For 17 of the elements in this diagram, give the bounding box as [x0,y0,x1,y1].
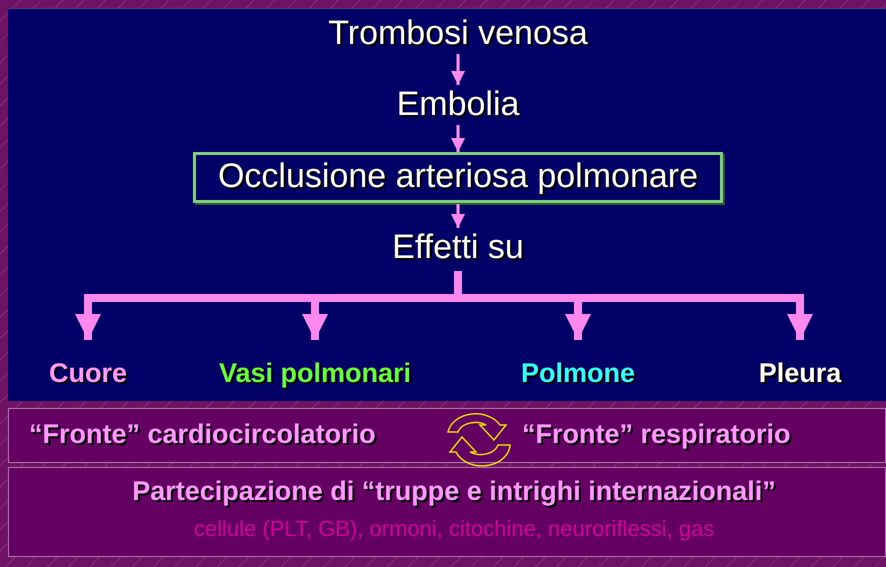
process-box: Occlusione arteriosa polmonare [192,152,724,203]
flow-text: Vasi polmonari [218,340,412,389]
band-subtext: “Fronte” respiratorio [522,419,791,450]
text-band [8,408,886,463]
flow-text: Pleura [758,340,842,389]
flow-text: Cuore [49,340,127,389]
flow-text: Trombosi venosa [328,14,588,53]
arrow [451,125,465,152]
band-subtext: cellule (PLT, GB), ormoni, citochine, neuroriflessi, gas [194,516,714,542]
arrow [451,204,465,228]
flow-text: Embolia [396,85,520,124]
flow-text: Polmone [521,340,635,389]
arrow [451,54,465,85]
band-heading: Partecipazione di “truppe e intrighi internazionali” [132,476,776,507]
flow-text: Effetti su [392,228,524,267]
band-heading: “Fronte” cardiocircolatorio [29,419,376,450]
text-band [8,467,886,557]
